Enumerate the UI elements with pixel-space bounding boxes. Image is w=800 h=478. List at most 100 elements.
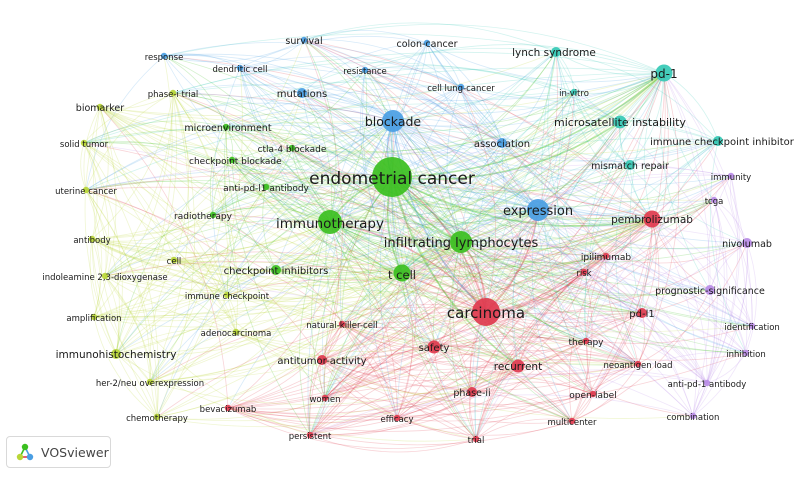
label-microenvironment[interactable]: microenvironment	[184, 123, 271, 134]
node-uterine-cancer[interactable]	[82, 186, 90, 194]
node-neoantigen-load[interactable]	[634, 360, 642, 368]
label-pd-l1[interactable]: pd-l1	[629, 309, 654, 320]
node-checkpoint-blockade[interactable]	[228, 156, 236, 164]
label-checkpoint-inhibitors[interactable]: checkpoint inhibitors	[224, 266, 329, 277]
node-tcga[interactable]	[710, 196, 718, 204]
node-adenocarcinoma[interactable]	[232, 328, 240, 336]
label-efficacy[interactable]: efficacy	[380, 415, 413, 425]
node-association[interactable]	[497, 138, 507, 148]
label-microsatellite-instability[interactable]: microsatellite instability	[554, 116, 686, 129]
node-cell[interactable]	[170, 256, 178, 264]
node-ipilimumab[interactable]	[602, 252, 610, 260]
node-immunotherapy[interactable]	[318, 210, 342, 234]
node-t-cell[interactable]	[393, 264, 411, 282]
label-association[interactable]: association	[474, 139, 530, 150]
label-survival[interactable]: survival	[285, 36, 322, 47]
label-multicenter[interactable]: multicenter	[547, 418, 597, 428]
label-colon-cancer[interactable]: colon-cancer	[397, 39, 458, 50]
node-multicenter[interactable]	[568, 417, 576, 425]
node-bevacizumab[interactable]	[224, 404, 232, 412]
label-safety[interactable]: safety	[419, 343, 450, 354]
label-radiotherapy[interactable]: radiotherapy	[174, 212, 233, 222]
label-checkpoint-blockade[interactable]: checkpoint blockade	[189, 157, 282, 167]
node-her2[interactable]	[146, 378, 154, 386]
label-chemotherapy[interactable]: chemotherapy	[126, 414, 188, 424]
node-pembrolizumab[interactable]	[643, 210, 661, 228]
label-pembrolizumab[interactable]: pembrolizumab	[611, 214, 693, 226]
node-identification[interactable]	[748, 322, 756, 330]
node-resistance[interactable]	[361, 66, 369, 74]
label-inhibition[interactable]: inhibition	[726, 350, 766, 360]
node-women[interactable]	[321, 394, 329, 402]
label-immunohistochemistry[interactable]: immunohistochemistry	[56, 349, 177, 361]
label-antitumor-activity[interactable]: antitumor-activity	[277, 356, 366, 367]
label-dendritic-cell[interactable]: dendritic cell	[213, 65, 268, 75]
node-amplification[interactable]	[90, 313, 98, 321]
node-recurrent[interactable]	[511, 359, 525, 373]
label-mutations[interactable]: mutations	[277, 89, 328, 100]
node-efficacy[interactable]	[393, 414, 401, 422]
node-therapy[interactable]	[582, 337, 590, 345]
label-mismatch-repair[interactable]: mismatch repair	[591, 161, 669, 172]
label-recurrent[interactable]: recurrent	[494, 361, 542, 373]
label-tcga[interactable]: tcga	[705, 197, 724, 207]
node-chemotherapy[interactable]	[153, 413, 161, 421]
label-ctla-4-blockade[interactable]: ctla-4 blockade	[258, 145, 327, 155]
node-microenvironment[interactable]	[222, 123, 230, 131]
node-radiotherapy[interactable]	[209, 211, 217, 219]
node-indoleamine[interactable]	[101, 272, 109, 280]
node-biomarker[interactable]	[96, 103, 104, 111]
node-inhibition[interactable]	[742, 349, 750, 357]
node-trial[interactable]	[472, 435, 480, 443]
node-combination[interactable]	[689, 412, 697, 420]
node-safety[interactable]	[427, 340, 441, 354]
label-amplification[interactable]: amplification	[66, 314, 121, 324]
label-persistent[interactable]: persistent	[289, 432, 332, 442]
node-phase-i-trial[interactable]	[169, 89, 177, 97]
label-ipilimumab[interactable]: ipilimumab	[581, 253, 631, 263]
node-colon-cancer[interactable]	[423, 39, 431, 47]
node-anti-pd-1-antibody[interactable]	[703, 379, 711, 387]
node-expression[interactable]	[527, 199, 549, 221]
node-pd-1[interactable]	[655, 64, 673, 82]
node-open-label[interactable]	[589, 390, 597, 398]
label-phase-ii[interactable]: phase-ii	[453, 388, 490, 399]
node-immunohistochemistry[interactable]	[111, 349, 121, 359]
node-endometrial-cancer[interactable]	[372, 157, 412, 197]
label-trial[interactable]: trial	[468, 436, 485, 446]
label-therapy[interactable]: therapy	[568, 338, 604, 348]
label-t-cell[interactable]: t cell	[388, 268, 416, 282]
node-response[interactable]	[160, 52, 168, 60]
label-women[interactable]: women	[309, 395, 340, 405]
node-pd-l1[interactable]	[637, 308, 647, 318]
node-infiltrating-lymphocytes[interactable]	[450, 231, 472, 253]
node-checkpoint-inhibitors[interactable]	[271, 265, 281, 275]
node-survival[interactable]	[300, 36, 308, 44]
label-biomarker[interactable]: biomarker	[76, 103, 124, 114]
label-combination[interactable]: combination	[667, 413, 720, 423]
node-lynch-syndrome[interactable]	[551, 47, 561, 57]
vosviewer-badge[interactable]: VOSviewer	[6, 436, 111, 468]
label-carcinoma[interactable]: carcinoma	[447, 304, 525, 322]
label-endometrial-cancer[interactable]: endometrial cancer	[309, 169, 475, 189]
node-antibody[interactable]	[88, 235, 96, 243]
node-ctla-4-blockade[interactable]	[288, 144, 296, 152]
node-immune-checkpoint[interactable]	[223, 291, 231, 299]
label-cell-lung-cancer[interactable]: cell lung-cancer	[427, 84, 495, 94]
label-open-label[interactable]: open-label	[569, 391, 616, 401]
node-antitumor-activity[interactable]	[317, 355, 327, 365]
label-uterine-cancer[interactable]: uterine cancer	[55, 187, 117, 197]
label-immune-checkpoint[interactable]: immune checkpoint	[185, 292, 270, 302]
node-mismatch-repair[interactable]	[625, 160, 635, 170]
node-mutations[interactable]	[297, 88, 307, 98]
label-anti-pd-1-antibody[interactable]: anti-pd-1 antibody	[668, 380, 747, 390]
label-adenocarcinoma[interactable]: adenocarcinoma	[201, 329, 272, 339]
label-infiltrating-lymphocytes[interactable]: infiltrating lymphocytes	[384, 236, 539, 251]
label-phase-i-trial[interactable]: phase-i trial	[148, 90, 199, 100]
label-anti-pd-l1-antibody[interactable]: anti-pd-l1 antibody	[223, 184, 309, 194]
label-indoleamine[interactable]: indoleamine 2,3-dioxygenase	[42, 273, 167, 283]
label-antibody[interactable]: antibody	[73, 236, 110, 246]
node-in-vitro[interactable]	[570, 88, 578, 96]
